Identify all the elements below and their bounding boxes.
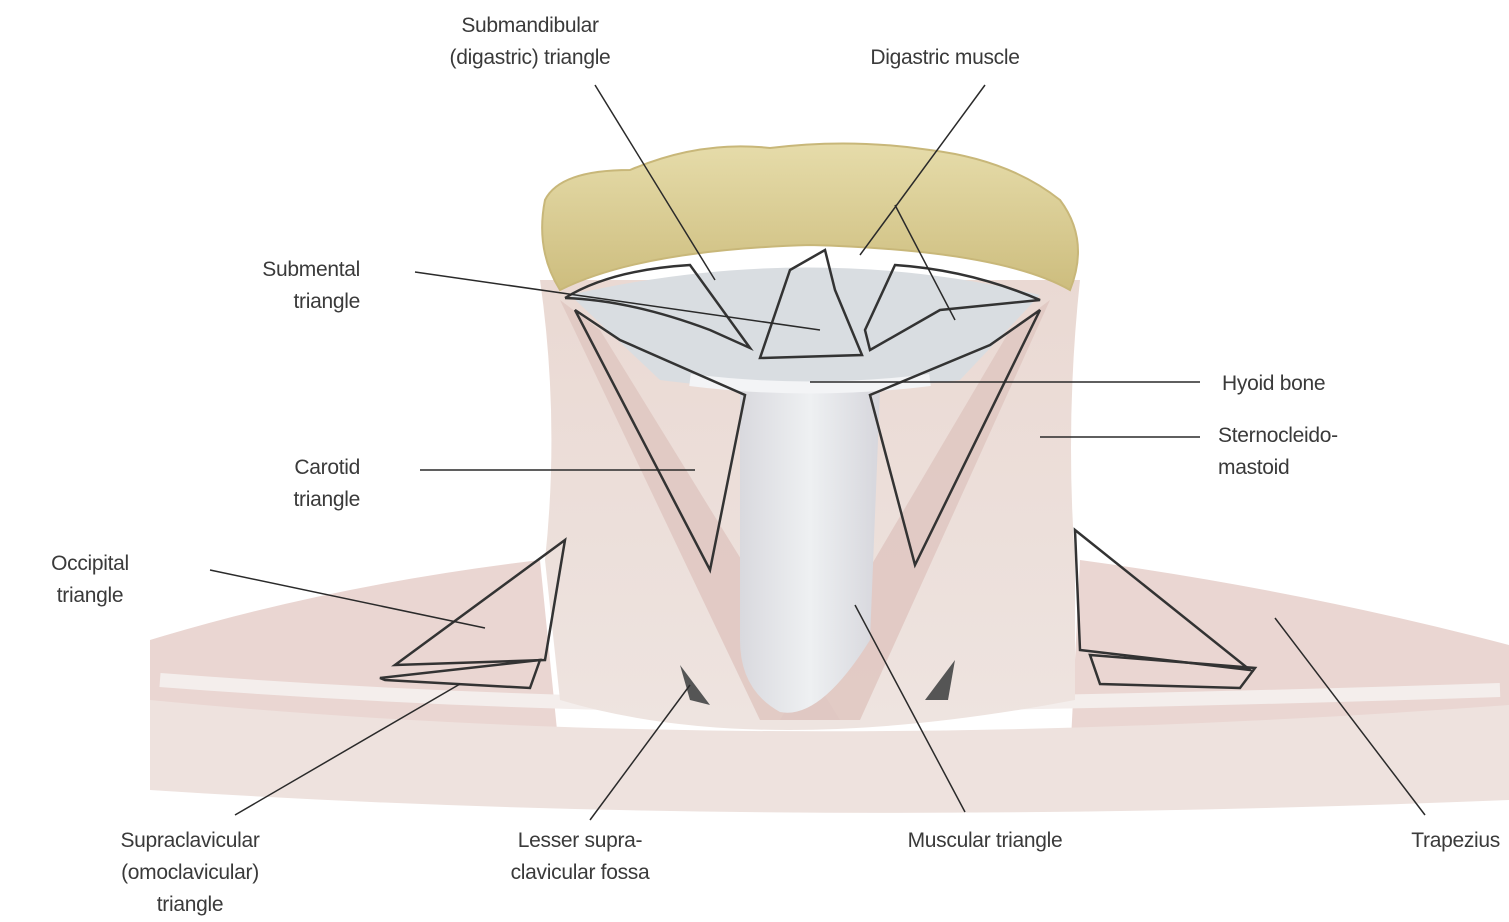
- label-digastric-muscle: Digastric muscle: [810, 42, 1080, 74]
- label-carotid-triangle: Carotid triangle: [180, 452, 360, 516]
- label-muscular-triangle: Muscular triangle: [830, 825, 1140, 857]
- label-supraclavicular-triangle: Supraclavicular (omoclavicular) triangle: [50, 825, 330, 921]
- label-submandibular-triangle: Submandibular (digastric) triangle: [380, 10, 680, 74]
- label-sternocleidomastoid: Sternocleido- mastoid: [1218, 420, 1458, 484]
- label-submental-triangle: Submental triangle: [160, 254, 360, 318]
- label-occipital-triangle: Occipital triangle: [10, 548, 170, 612]
- label-trapezius: Trapezius: [1320, 825, 1500, 857]
- label-hyoid-bone: Hyoid bone: [1222, 368, 1442, 400]
- label-lesser-supraclavicular-fossa: Lesser supra- clavicular fossa: [440, 825, 720, 889]
